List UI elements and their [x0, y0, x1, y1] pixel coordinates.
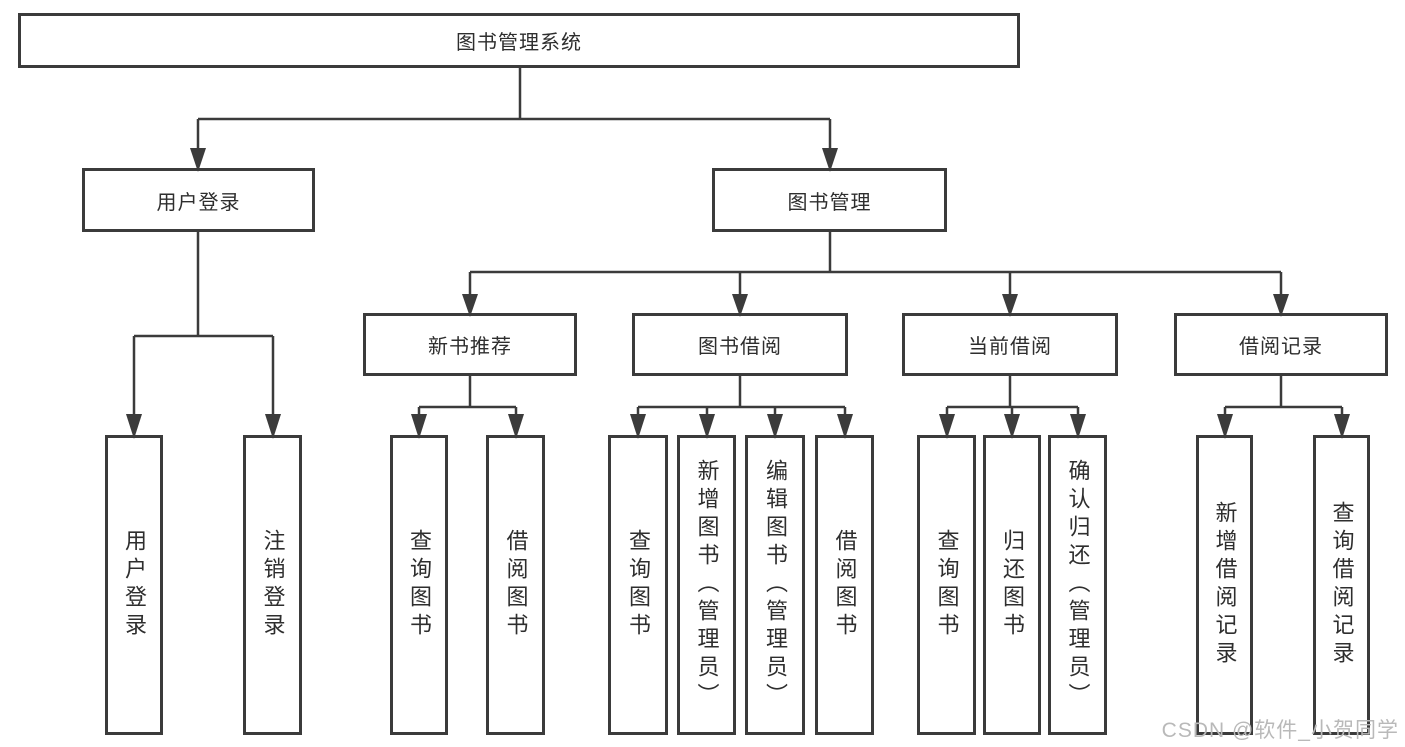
connector-new-books [417, 376, 518, 418]
csdn-watermark: CSDN @软件_小贺同学 [1161, 719, 1399, 742]
node-label: 注销登录 [260, 529, 286, 641]
node-label: 新增借阅记录 [1212, 501, 1238, 669]
node-label: 当前借阅 [968, 336, 1052, 358]
node-label: 用户登录 [156, 191, 241, 214]
node-label: 新增图书（管理员） [694, 459, 720, 711]
leaf-borrow-books-1: 借阅图书 [486, 435, 545, 735]
leaf-borrow-books-2: 借阅图书 [815, 435, 874, 735]
node-label: 借阅记录 [1239, 336, 1323, 358]
connector-user-login [132, 232, 275, 418]
node-book-borrowing: 图书借阅 [632, 313, 848, 376]
node-label: 查询借阅记录 [1329, 501, 1355, 669]
node-label: 借阅图书 [832, 529, 858, 641]
leaf-query-borrow-record: 查询借阅记录 [1313, 435, 1370, 735]
node-new-book-recommend: 新书推荐 [363, 313, 577, 376]
connector-records [1223, 376, 1344, 418]
leaf-query-books-3: 查询图书 [917, 435, 976, 735]
leaf-query-books-1: 查询图书 [390, 435, 448, 735]
leaf-return-books: 归还图书 [983, 435, 1041, 735]
node-book-management: 图书管理 [712, 168, 947, 232]
leaf-user-login: 用户登录 [105, 435, 163, 735]
node-system-root: 图书管理系统 [18, 13, 1020, 68]
leaf-add-borrow-record: 新增借阅记录 [1196, 435, 1253, 735]
leaf-query-books-2: 查询图书 [608, 435, 668, 735]
leaf-logout: 注销登录 [243, 435, 302, 735]
node-label: 新书推荐 [428, 336, 512, 358]
leaf-add-books-admin: 新增图书（管理员） [677, 435, 736, 735]
node-label: 图书借阅 [698, 336, 782, 358]
node-label: 借阅图书 [503, 529, 529, 641]
node-label: 图书管理 [787, 191, 872, 214]
node-label: 查询图书 [934, 529, 960, 641]
node-label: 图书管理系统 [456, 32, 582, 54]
connector-root [196, 68, 832, 152]
node-label: 编辑图书（管理员） [763, 459, 788, 711]
node-label: 查询图书 [626, 529, 651, 641]
node-label: 归还图书 [1000, 529, 1025, 641]
connector-borrowing [636, 376, 847, 418]
node-label: 查询图书 [407, 529, 432, 641]
leaf-edit-books-admin: 编辑图书（管理员） [745, 435, 805, 735]
node-label: 用户登录 [122, 529, 147, 641]
connector-book-mgmt [468, 232, 1283, 298]
node-label: 确认归还（管理员） [1065, 459, 1091, 711]
node-user-login: 用户登录 [82, 168, 315, 232]
node-borrow-records: 借阅记录 [1174, 313, 1388, 376]
node-current-borrowing: 当前借阅 [902, 313, 1118, 376]
leaf-confirm-return-admin: 确认归还（管理员） [1048, 435, 1107, 735]
connector-current [945, 376, 1080, 418]
